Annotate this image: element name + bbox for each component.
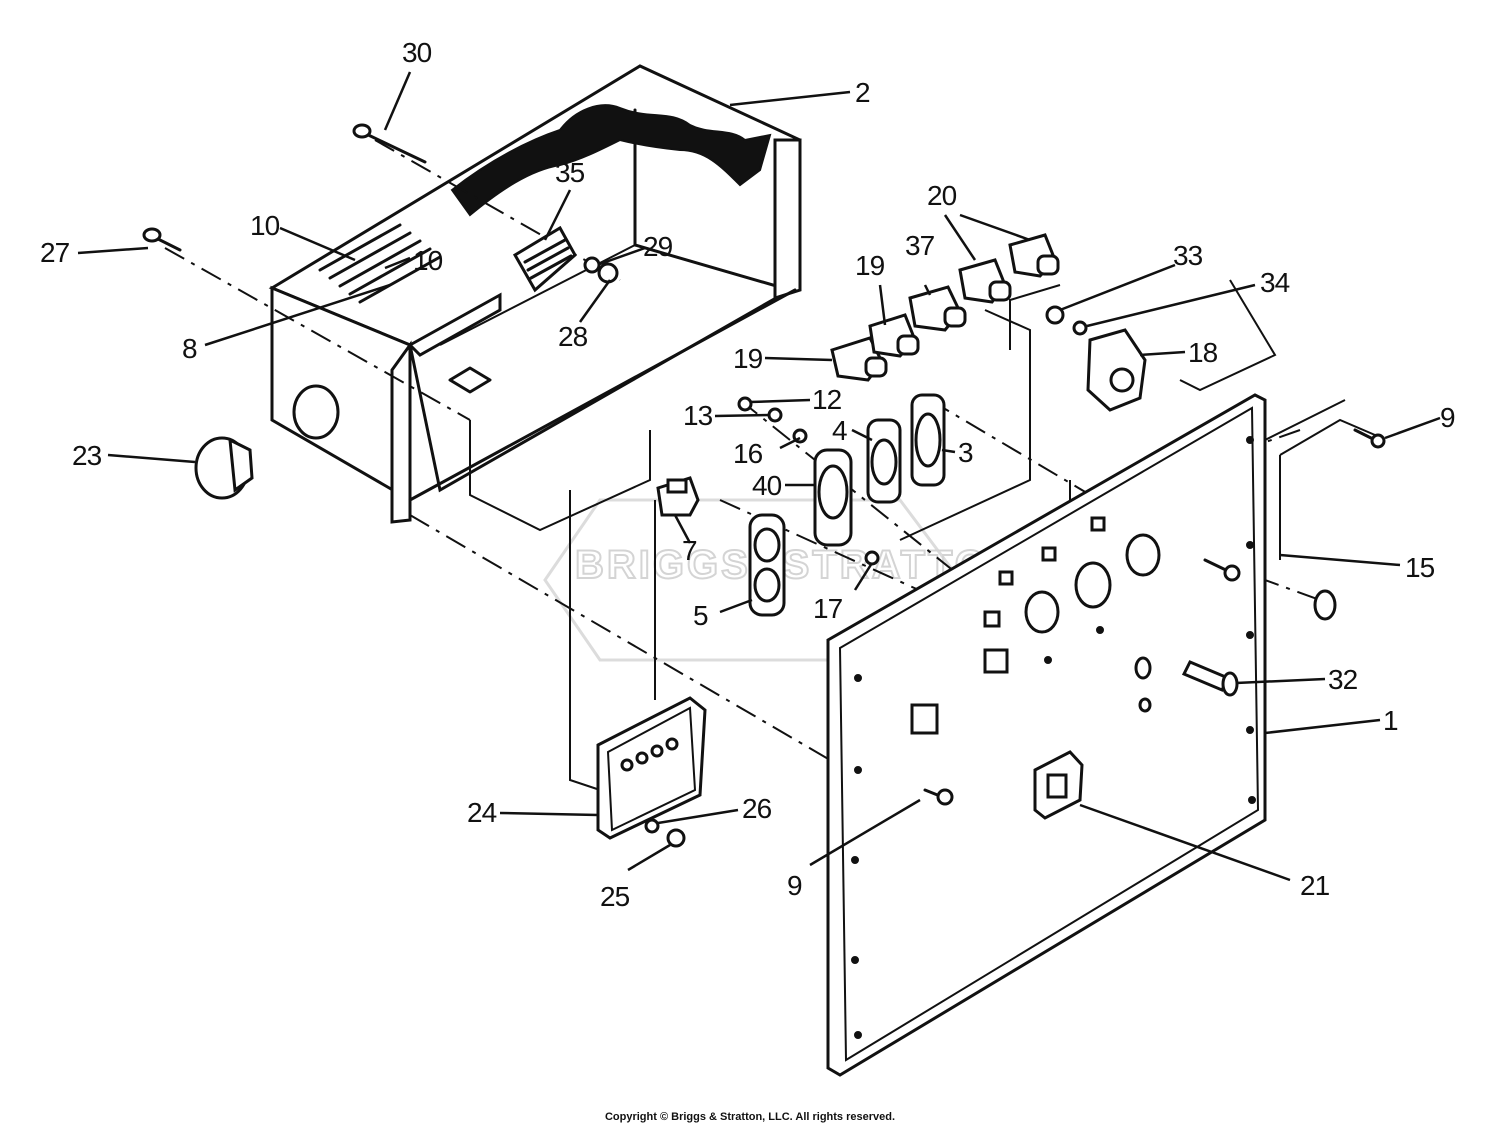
copyright-notice: Copyright © Briggs & Stratton, LLC. All … xyxy=(604,1111,896,1123)
receptacle-40 xyxy=(813,448,853,547)
callout-12: 12 xyxy=(812,384,842,415)
connector-7 xyxy=(656,476,700,517)
callout-7: 7 xyxy=(682,535,697,566)
callout-4: 5 xyxy=(693,600,708,631)
callout-21: 21 xyxy=(1300,870,1330,901)
receptacle-3 xyxy=(910,393,946,487)
callout-33: 33 xyxy=(1173,240,1203,271)
screw-30 xyxy=(352,123,427,164)
callout-20: 20 xyxy=(927,180,957,211)
receptacle-4 xyxy=(748,513,786,617)
breaker-19a xyxy=(830,336,888,382)
callout-13: 13 xyxy=(683,400,713,431)
nut-29 xyxy=(583,256,601,274)
plug-23 xyxy=(194,436,254,500)
breaker-19b xyxy=(868,313,920,358)
nut-28 xyxy=(597,262,619,284)
module-24 xyxy=(596,696,707,840)
callout-labels: 30 2 35 10 10 27 29 28 8 23 20 19 37 19 … xyxy=(40,37,1456,912)
callout-27: 27 xyxy=(40,237,70,268)
callout-32: 32 xyxy=(1328,664,1358,695)
callout-3: 3 xyxy=(958,437,973,468)
screw-15 xyxy=(1203,558,1337,621)
callout-2: 2 xyxy=(855,77,870,108)
callout-9-bottom: 9 xyxy=(787,870,802,901)
callout-24: 24 xyxy=(467,797,497,828)
callout-9-right: 9 xyxy=(1440,402,1455,433)
callout-25: 25 xyxy=(600,881,630,912)
callout-19b: 19 xyxy=(733,343,763,374)
screw-9-right xyxy=(1353,428,1386,449)
washer-17 xyxy=(864,550,880,566)
callout-28: 28 xyxy=(558,321,588,352)
vent-slots xyxy=(318,223,442,304)
callout-30: 30 xyxy=(402,37,432,68)
leader-lines xyxy=(77,71,1441,882)
callout-8: 8 xyxy=(182,333,197,364)
callout-37: 37 xyxy=(905,230,935,261)
nut-25 xyxy=(666,828,686,848)
rear-housing xyxy=(268,64,802,524)
front-panel xyxy=(826,393,1346,1077)
washer-34 xyxy=(1072,320,1088,336)
screw-9-bottom xyxy=(923,788,954,806)
breaker-20b xyxy=(1008,233,1060,278)
callout-10a: 10 xyxy=(250,210,280,241)
callout-19a: 19 xyxy=(855,250,885,281)
breaker-20a xyxy=(958,258,1012,304)
washer-12 xyxy=(737,396,753,412)
washer-13 xyxy=(767,407,783,423)
callout-35: 35 xyxy=(555,157,585,188)
callout-34: 34 xyxy=(1260,267,1290,298)
washer-26 xyxy=(644,818,660,834)
outlet-18 xyxy=(1086,328,1147,412)
nut-33 xyxy=(1045,305,1065,325)
part-35 xyxy=(512,225,577,293)
callout-40: 40 xyxy=(752,470,782,501)
callout-16: 16 xyxy=(733,438,763,469)
end-face-hole xyxy=(292,384,340,440)
breaker-37 xyxy=(908,285,967,332)
callout-10b: 10 xyxy=(413,245,443,276)
screw-32 xyxy=(1181,660,1239,697)
callout-17: 17 xyxy=(813,593,843,624)
callout-5: 4 xyxy=(832,415,847,446)
switch-21 xyxy=(1033,750,1084,820)
callout-15: 15 xyxy=(1405,552,1435,583)
screw-27 xyxy=(142,227,182,252)
callout-23: 23 xyxy=(72,440,102,471)
callout-18: 18 xyxy=(1188,337,1218,368)
receptacle-5 xyxy=(866,418,902,504)
callout-26: 26 xyxy=(742,793,772,824)
callout-29: 29 xyxy=(643,231,673,262)
callout-1: 1 xyxy=(1383,705,1398,736)
